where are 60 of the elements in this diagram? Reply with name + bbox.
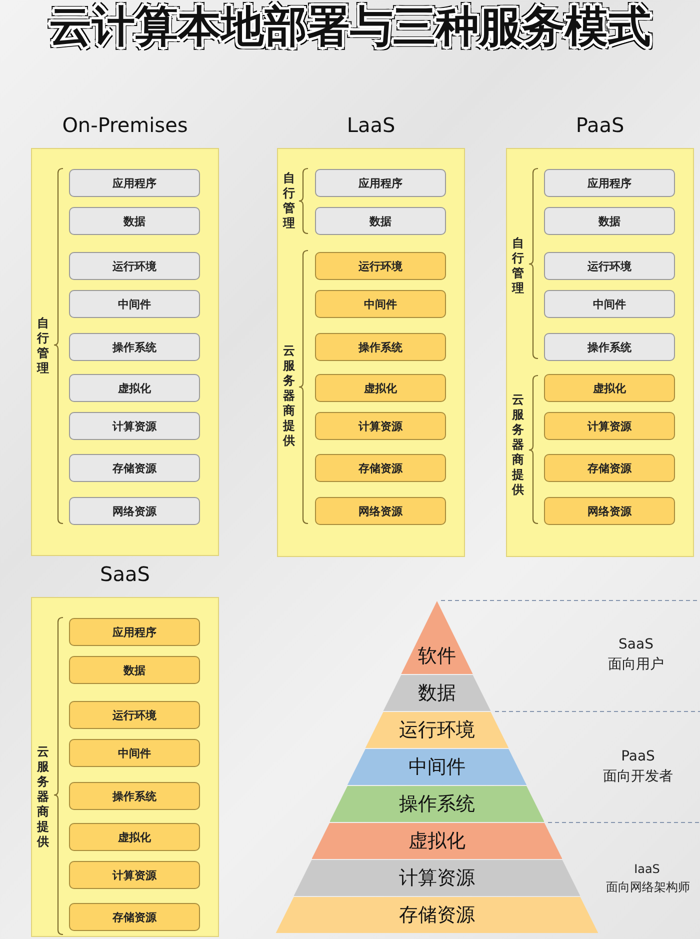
tier-label: 面向用户 [608,656,664,674]
pyramid-layer: 存储资源 [276,897,598,933]
layer-box: 计算资源 [69,412,200,440]
page-title: 云计算本地部署与三种服务模式 [48,1,652,54]
tier-label: 面向开发者 [603,768,673,786]
bracket-label: 云服务器商提供 [36,744,50,850]
bracket-label: 云服务器商提供 [512,392,524,498]
layer-box: 操作系统 [544,333,675,361]
panel-heading: SaaS [99,561,151,587]
bracket-label: 云服务器商提供 [282,344,296,448]
layer-box: 计算资源 [544,412,675,440]
pyramid-layer: 数据 [383,675,491,711]
layer-box: 运行环境 [69,252,200,280]
layer-box: 网络资源 [544,497,675,525]
tier-label: IaaS [634,862,660,876]
panel-heading: PaaS [574,112,626,138]
panel-heading: LaaS [346,112,396,138]
layer-box: 操作系统 [69,782,200,810]
layer-box: 应用程序 [315,169,446,197]
tier-label: PaaS [621,748,655,766]
pyramid-layer: 虚拟化 [312,823,562,859]
layer-box: 存储资源 [315,454,446,482]
pyramid-layer: 运行环境 [365,712,509,748]
tier-label: SaaS [618,636,654,654]
layer-box: 应用程序 [69,618,200,646]
layer-box: 计算资源 [315,412,446,440]
bracket-label: 自行管理 [36,316,50,376]
layer-box: 虚拟化 [69,823,200,851]
layer-box: 操作系统 [69,333,200,361]
layer-box: 数据 [315,207,446,235]
layer-box: 数据 [69,656,200,684]
layer-box: 中间件 [69,739,200,767]
layer-box: 中间件 [544,290,675,318]
panel-heading: On-Premises [61,112,189,138]
layer-box: 虚拟化 [315,374,446,402]
layer-box: 运行环境 [315,252,446,280]
pyramid-layer: 计算资源 [294,860,580,896]
pyramid-layer: 操作系统 [330,786,544,822]
layer-box: 存储资源 [69,903,200,931]
layer-box: 存储资源 [544,454,675,482]
layer-box: 中间件 [315,290,446,318]
layer-box: 网络资源 [315,497,446,525]
layer-box: 虚拟化 [69,374,200,402]
layer-box: 操作系统 [315,333,446,361]
layer-box: 计算资源 [69,861,200,889]
layer-box: 存储资源 [69,454,200,482]
layer-box: 数据 [544,207,675,235]
layer-box: 虚拟化 [544,374,675,402]
layer-box: 运行环境 [544,252,675,280]
layer-box: 应用程序 [69,169,200,197]
pyramid-layer: 中间件 [347,749,527,785]
layer-box: 应用程序 [544,169,675,197]
layer-box: 中间件 [69,290,200,318]
layer-box: 数据 [69,207,200,235]
bracket-label: 自行管理 [282,171,296,231]
bracket-label: 自行管理 [512,236,524,296]
tier-label: 面向网络架构师 [606,880,690,894]
layer-box: 运行环境 [69,701,200,729]
pyramid-layer: 软件 [401,601,473,674]
layer-box: 网络资源 [69,497,200,525]
